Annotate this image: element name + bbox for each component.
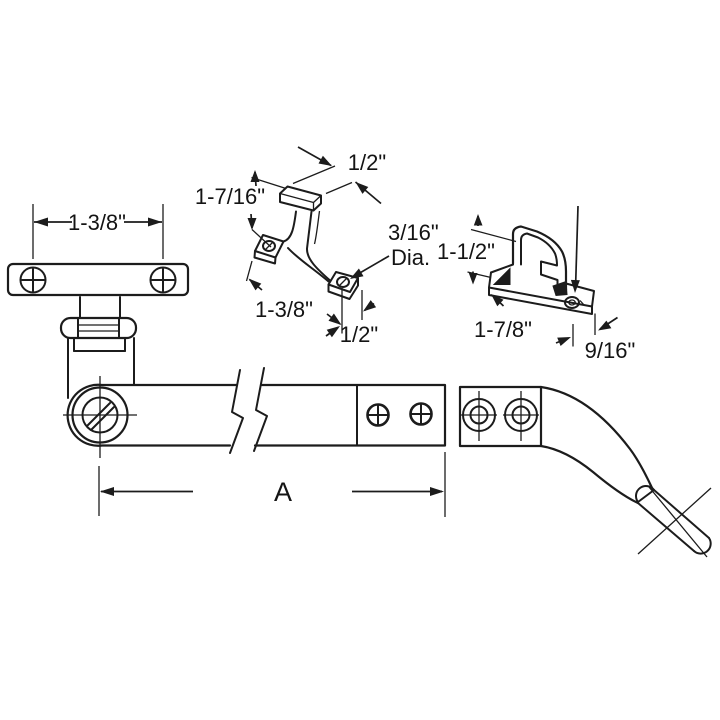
arm-screw-hole-1-icon [366,403,390,427]
bracket-right-foot [327,271,359,300]
keeper-loop-inner [520,232,559,292]
operator-arm [63,367,447,458]
dim-label-keeper-base-depth: 9/16" [585,338,636,363]
dim-label-cap-width: 1/2" [348,150,386,175]
plate-screw-left-icon [19,266,47,294]
handle-curve-bottom [539,444,640,505]
keeper-tab-shadow [492,267,511,285]
dim-label-plate-width: 1-3/8" [68,210,126,235]
operator-bracket [253,185,359,300]
handle-grip [635,485,712,555]
hinge-plate-assembly [6,262,190,399]
dim-keeper-base-length: 1-7/8" [474,294,574,347]
arm-screw-hole-2-icon [409,402,433,426]
curved-handle [458,385,712,558]
handle-cross-mark [637,486,712,558]
bracket-stem-left [282,210,297,243]
handle-curve-top [539,385,655,492]
dim-label-keeper-base-length: 1-7/8" [474,317,532,342]
keeper-foot-shadow [552,280,568,297]
dim-keeper-base-depth: 9/16" [585,313,636,363]
dim-plate-width: 1-3/8" [32,204,164,259]
mounting-plate [6,262,190,297]
handle-plate [458,385,543,448]
dim-label-keeper-height: 1-1/2" [437,239,495,264]
dim-arm-length: A [98,452,446,517]
dim-keeper-height: 1-1/2" [437,214,517,285]
keeper-base [488,263,595,315]
break-line-left [229,369,244,454]
bracket-left-foot [253,234,285,265]
dim-label-bracket-base: 1-3/8" [255,297,313,322]
hinge-knuckle [59,296,138,399]
break-line-right [253,367,268,452]
keeper-loop-outer [511,225,568,292]
arm-right-section [253,383,447,447]
bracket-stem-right [305,210,331,281]
keeper-bracket [488,225,595,315]
dim-label-arm-length: A [274,477,292,507]
dim-label-foot-width: 1/2" [340,322,378,347]
callout-hole-diameter: 3/16" Dia. [350,205,580,293]
handle-hole-1-icon [461,391,497,441]
dim-label-hole-dia-word: Dia. [391,245,430,270]
handle-hole-2-icon [503,391,539,441]
dim-bracket-base: 1-3/8" 1/2" [245,260,378,347]
dim-label-hole-dia-value: 3/16" [388,220,439,245]
bracket-web [287,247,330,283]
arm-pivot [63,376,137,458]
dim-cap-width: 1/2" [292,146,386,205]
keeper-screw-hole-icon [564,296,580,309]
dim-label-bracket-height: 1-7/16" [195,184,265,209]
dim-bracket-height: 1-7/16" [195,170,287,248]
plate-screw-right-icon [149,266,177,294]
